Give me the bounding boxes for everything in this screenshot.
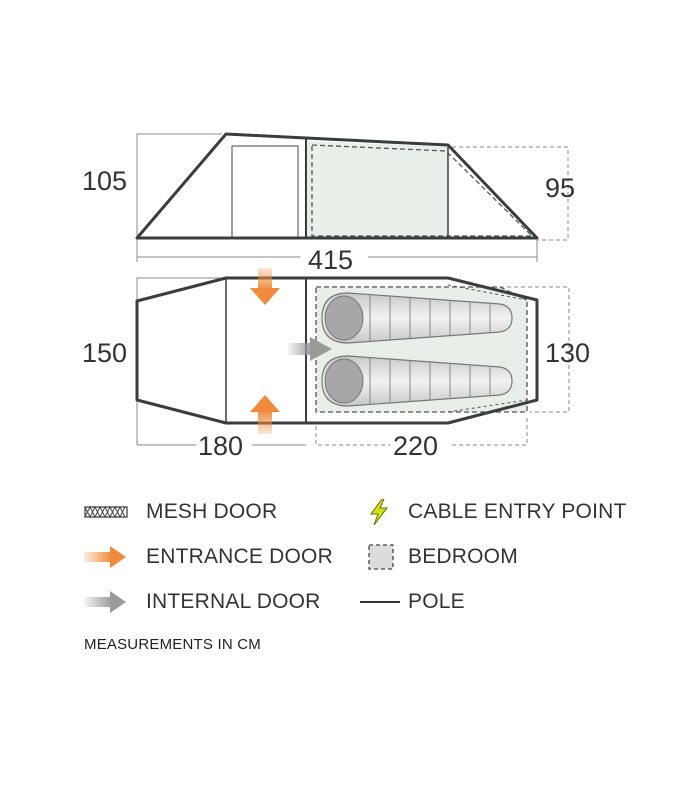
dimension-total-length: 415 (308, 245, 353, 275)
lightning-bolt-icon (368, 499, 396, 525)
plan-porch-floor (137, 278, 306, 423)
dimension-height-front: 105 (82, 166, 127, 196)
legend-label-entrance-door: ENTRANCE DOOR (146, 545, 333, 568)
legend-entrance-door: ENTRANCE DOOR (84, 545, 333, 569)
grey-arrow-icon (84, 590, 134, 614)
dimension-porch-length: 180 (198, 431, 243, 461)
plan-rear-line-bottom (447, 399, 528, 413)
floor-plan: 150 130 180 220 (82, 268, 590, 461)
entrance-arrow-top (250, 268, 280, 305)
dimension-width-front: 150 (82, 338, 127, 368)
bedroom-swatch-icon (368, 544, 396, 570)
legend-label-pole: POLE (408, 590, 465, 613)
side-elevation: 105 95 (82, 132, 575, 241)
sleeping-bag-bottom (321, 355, 513, 407)
legend-pole: POLE (360, 590, 465, 614)
dimension-width-bedroom: 130 (545, 338, 590, 368)
internal-door-arrow (288, 337, 332, 361)
legend-label-internal-door: INTERNAL DOOR (146, 590, 321, 613)
legend-cable-entry-point: CABLE ENTRY POINT (368, 499, 627, 525)
dimension-bedroom-length: 220 (393, 431, 438, 461)
plan-rear-line-top (447, 284, 528, 301)
side-dimension-guides (136, 133, 569, 241)
legend-internal-door: INTERNAL DOOR (84, 590, 321, 614)
legend-label-bedroom: BEDROOM (408, 545, 518, 568)
orange-arrow-icon (84, 545, 134, 569)
total-length-dimension: 415 (136, 240, 538, 275)
entrance-arrow-bottom (250, 395, 280, 434)
plan-tent-outline (135, 276, 539, 425)
side-bedroom-area (306, 141, 448, 238)
legend-label-mesh-door: MESH DOOR (146, 500, 278, 523)
legend-mesh-door: MESH DOOR (84, 500, 277, 524)
dimension-height-rear: 95 (545, 173, 575, 203)
side-tent-outline (135, 132, 539, 240)
side-bedroom-outline (311, 144, 534, 237)
legend-label-cable-entry-point: CABLE ENTRY POINT (408, 500, 627, 523)
mesh-door-icon (84, 500, 134, 524)
sleeping-bag-top (321, 292, 513, 344)
legend-bedroom: BEDROOM (368, 544, 518, 570)
measurements-note: MEASUREMENTS IN CM (84, 636, 261, 653)
pole-line-icon (360, 590, 402, 614)
side-door-panel (231, 145, 299, 238)
